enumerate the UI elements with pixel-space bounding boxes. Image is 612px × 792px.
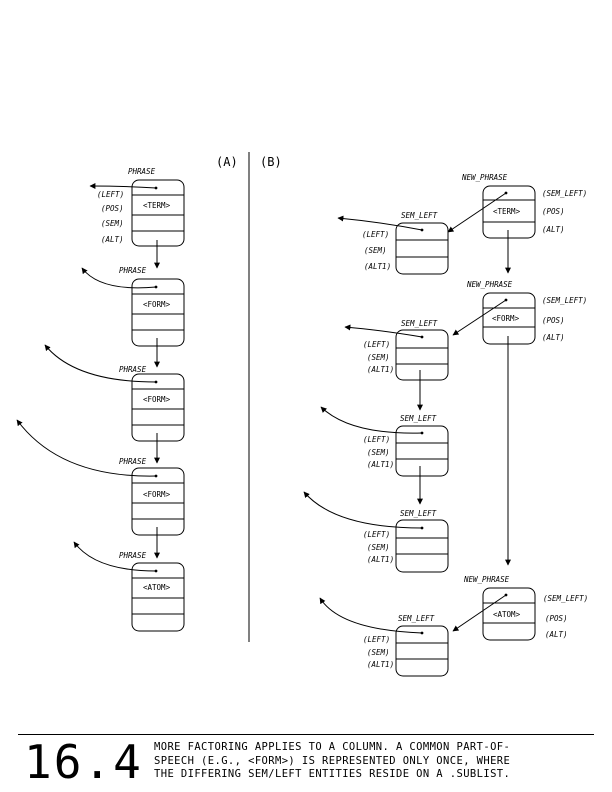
panel-a-node-form: PHRASE <FORM> xyxy=(44,344,185,464)
form-tag: <FORM> xyxy=(143,300,171,309)
footer-rule xyxy=(18,734,594,735)
sem-left-node-box xyxy=(395,625,449,677)
left-field-label: (LEFT) xyxy=(362,230,389,239)
sem-field-label: (SEM) xyxy=(367,648,390,657)
form-tag: <FORM> xyxy=(143,490,171,499)
sem-left-node: SEM_LEFT (LEFT) (SEM) (ALT1) xyxy=(320,406,449,505)
term-tag: <TERM> xyxy=(493,207,521,216)
sem-left-pointer-arrow xyxy=(452,299,507,336)
sem-left-pointer-arrow xyxy=(452,594,507,632)
panel-a-label: (A) xyxy=(216,155,238,169)
left-pointer-arrow xyxy=(89,183,157,190)
sem-field-label: (SEM) xyxy=(367,543,390,552)
phrase-node-box xyxy=(131,373,185,442)
phrase-node-box xyxy=(131,179,185,247)
pos-field-label: (POS) xyxy=(542,316,565,325)
sem-left-node: SEM_LEFT (LEFT) (SEM) (ALT1) xyxy=(303,491,449,573)
new-phrase-label: NEW_PHRASE xyxy=(466,280,513,289)
new-phrase-node-term: NEW_PHRASE <TERM> (SEM_LEFT) (POS) (ALT) xyxy=(447,173,587,274)
alt1-field-label: (ALT1) xyxy=(367,460,394,469)
left-pointer-arrow xyxy=(81,267,157,289)
left-field-label: (LEFT) xyxy=(363,340,390,349)
sem-left-label: SEM_LEFT xyxy=(398,614,435,623)
new-phrase-label: NEW_PHRASE xyxy=(461,173,508,182)
sem-left-label: SEM_LEFT xyxy=(401,211,438,220)
alt1-field-label: (ALT1) xyxy=(364,262,391,271)
pos-field-label: (POS) xyxy=(542,207,565,216)
phrase-node-box xyxy=(131,278,185,347)
phrase-label: PHRASE xyxy=(119,365,147,374)
caption-line: More factoring applies to a column. A co… xyxy=(154,741,511,753)
left-pointer-arrow xyxy=(44,344,157,383)
figure-caption: More factoring applies to a column. A co… xyxy=(154,741,594,782)
sem-left-node-box xyxy=(395,222,449,275)
sem-left-node-box xyxy=(395,329,449,381)
new-phrase-label: NEW_PHRASE xyxy=(463,575,510,584)
sem-left-node-box xyxy=(395,519,449,573)
phrase-label: PHRASE xyxy=(119,266,147,275)
sem-left-field-label: (SEM_LEFT) xyxy=(542,296,587,305)
sem-field-label: (SEM) xyxy=(367,448,390,457)
term-tag: <TERM> xyxy=(143,201,171,210)
sem-left-label: SEM_LEFT xyxy=(401,319,438,328)
alt1-field-label: (ALT1) xyxy=(367,365,394,374)
pos-field-label: (POS) xyxy=(545,614,568,623)
alt1-field-label: (ALT1) xyxy=(367,555,394,564)
phrase-label: PHRASE xyxy=(128,167,156,176)
new-phrase-node-form: NEW_PHRASE <FORM> (SEM_LEFT) (POS) (ALT) xyxy=(452,280,587,566)
phrase-label: PHRASE xyxy=(119,457,147,466)
phrase-node-box xyxy=(131,562,185,632)
left-field-label: (LEFT) xyxy=(363,530,390,539)
left-pointer-arrow xyxy=(344,324,423,338)
left-field-label: (LEFT) xyxy=(97,190,124,199)
panel-b-label: (B) xyxy=(260,155,282,169)
atom-tag: <ATOM> xyxy=(493,610,521,619)
caption-line: speech (e.g., <FORM>) is represented onl… xyxy=(154,754,511,767)
sem-field-label: (SEM) xyxy=(101,219,124,228)
new-phrase-node-box xyxy=(482,587,536,641)
atom-tag: <ATOM> xyxy=(143,583,171,592)
new-phrase-node-box xyxy=(482,185,536,239)
phrase-label: PHRASE xyxy=(119,551,147,560)
new-phrase-node-atom: NEW_PHRASE <ATOM> (SEM_LEFT) (POS) (ALT) xyxy=(452,575,588,641)
left-pointer-arrow xyxy=(16,419,157,477)
sem-field-label: (SEM) xyxy=(364,246,387,255)
panel-a-node-form: PHRASE <FORM> xyxy=(81,266,185,368)
left-pointer-arrow xyxy=(319,597,423,634)
panel-a-node-term: PHRASE <TERM> (LEFT) (POS) (SEM) (ALT) xyxy=(89,167,185,269)
left-pointer-arrow xyxy=(337,215,423,231)
sem-left-node-box xyxy=(395,425,449,477)
panel-a-node-form: PHRASE <FORM> xyxy=(16,419,185,559)
left-pointer-arrow xyxy=(303,491,423,529)
left-field-label: (LEFT) xyxy=(363,635,390,644)
caption-line: the differing SEM/LEFT entities reside o… xyxy=(154,768,511,780)
form-tag: <FORM> xyxy=(143,395,171,404)
alt-field-label: (ALT) xyxy=(101,235,124,244)
alt-field-label: (ALT) xyxy=(542,225,565,234)
new-phrase-node-box xyxy=(482,292,536,345)
panel-a: PHRASE <TERM> (LEFT) (POS) (SEM) (ALT) P… xyxy=(16,167,185,632)
sem-left-field-label: (SEM_LEFT) xyxy=(542,189,587,198)
sem-left-node: SEM_LEFT (LEFT) (SEM) (ALT1) xyxy=(319,597,449,677)
panel-b: NEW_PHRASE <TERM> (SEM_LEFT) (POS) (ALT)… xyxy=(303,173,588,677)
sem-left-label: SEM_LEFT xyxy=(400,414,437,423)
form-tag: <FORM> xyxy=(492,314,520,323)
panel-a-node-atom: PHRASE <ATOM> xyxy=(73,541,185,632)
left-pointer-arrow xyxy=(73,541,157,572)
alt-field-label: (ALT) xyxy=(545,630,568,639)
alt-field-label: (ALT) xyxy=(542,333,565,342)
pos-field-label: (POS) xyxy=(101,204,124,213)
phrase-node-box xyxy=(131,467,185,536)
sem-left-node: SEM_LEFT (LEFT) (SEM) (ALT1) xyxy=(337,211,449,275)
left-pointer-arrow xyxy=(320,406,423,434)
sem-left-label: SEM_LEFT xyxy=(400,509,437,518)
factoring-diagram: (A) (B) PHRASE <TERM> (LEFT) (POS) (SEM)… xyxy=(16,152,588,677)
sem-left-node: SEM_LEFT (LEFT) (SEM) (ALT1) xyxy=(344,319,449,411)
figure-number: 16.4 xyxy=(24,735,143,789)
sem-field-label: (SEM) xyxy=(367,353,390,362)
alt1-field-label: (ALT1) xyxy=(367,660,394,669)
sem-left-pointer-arrow xyxy=(447,192,507,233)
left-field-label: (LEFT) xyxy=(363,435,390,444)
sem-left-field-label: (SEM_LEFT) xyxy=(543,594,588,603)
